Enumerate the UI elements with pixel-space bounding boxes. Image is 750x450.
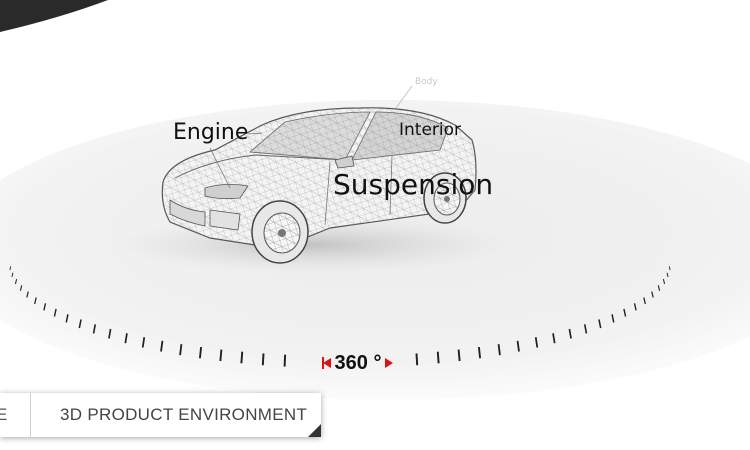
dial-tick <box>651 291 654 298</box>
arrow-right-icon[interactable] <box>385 358 394 368</box>
dial-tick <box>179 344 183 356</box>
dial-tick <box>160 340 164 352</box>
dial-tick <box>497 344 501 356</box>
arrow-left-icon[interactable] <box>321 357 331 369</box>
dial-tick <box>623 308 627 317</box>
dial-tick <box>516 340 520 352</box>
dial-tick <box>240 351 244 364</box>
dial-tick <box>534 337 539 348</box>
hotspot-interior[interactable]: Interior <box>399 120 462 140</box>
dial-tick <box>53 308 57 317</box>
dial-tick <box>568 328 572 339</box>
dial-tick <box>108 328 112 339</box>
dial-tick <box>457 349 461 362</box>
dial-tick <box>43 303 47 311</box>
dial-tick <box>78 319 82 329</box>
rotation-control[interactable]: 360 ° <box>308 350 408 376</box>
dial-tick <box>198 346 203 359</box>
dial-tick <box>668 266 671 271</box>
dial-tick <box>662 278 666 285</box>
rear-wheel <box>423 172 467 224</box>
dial-tick <box>219 349 223 362</box>
footer-bar: E 3D PRODUCT ENVIRONMENT <box>0 393 321 437</box>
dial-tick <box>657 285 661 291</box>
dial-tick <box>598 319 602 329</box>
footer-title[interactable]: 3D PRODUCT ENVIRONMENT <box>60 405 308 424</box>
dial-tick <box>261 353 265 366</box>
dial-tick <box>477 346 482 359</box>
dial-tick <box>611 314 615 323</box>
dial-tick <box>643 297 646 305</box>
dial-tick <box>26 291 29 298</box>
rotation-dial[interactable] <box>9 266 671 367</box>
hotspot-engine[interactable]: Engine <box>173 120 249 145</box>
dial-tick <box>92 324 97 334</box>
dial-tick <box>124 333 128 344</box>
dial-tick <box>11 272 14 278</box>
rotation-value: 360 ° <box>334 351 382 374</box>
dial-tick <box>583 324 588 334</box>
corner-triangle-icon <box>308 424 321 437</box>
dial-tick <box>666 272 669 278</box>
dial-tick <box>633 303 637 311</box>
dial-tick <box>9 266 12 271</box>
footer-prev-tab[interactable]: E <box>0 393 31 437</box>
car-model[interactable] <box>161 107 477 264</box>
top-arc <box>0 0 108 32</box>
dial-tick <box>19 285 23 291</box>
front-wheel <box>251 200 309 264</box>
dial-tick <box>436 351 440 364</box>
hotspot-body[interactable]: Body <box>415 77 438 87</box>
dial-tick <box>65 314 69 323</box>
dial-tick <box>34 297 37 305</box>
dial-tick <box>552 333 556 344</box>
hotspot-suspension[interactable]: Suspension <box>333 168 494 201</box>
dial-tick <box>415 353 419 366</box>
dial-tick <box>141 337 146 348</box>
dial-tick <box>14 278 18 285</box>
